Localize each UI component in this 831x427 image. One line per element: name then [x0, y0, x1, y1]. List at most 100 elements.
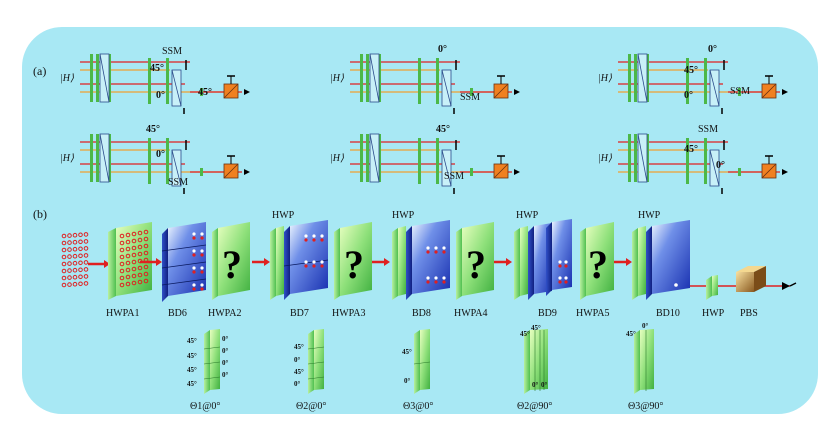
panel-b-label: (b) [33, 207, 47, 221]
hwp3-label: HWP [516, 210, 539, 221]
theta2-left-3: 0° [294, 380, 301, 388]
bd6-beam-displacer [161, 222, 207, 302]
hwp5-plate [706, 275, 718, 300]
arrow-head-4 [384, 258, 390, 266]
setup-a-2: |H⟩ 0° SSM [330, 44, 520, 114]
panel-b-chain: HWPA1 BD6 ? HWPA2 HWP [61, 210, 797, 319]
setup-label: 45° [684, 144, 698, 155]
theta290-bottom-1: 0° [541, 381, 548, 389]
bd7-beam-displacer [283, 220, 329, 300]
setup-a-3: |H⟩ 0° 45° 0° SSM [598, 44, 788, 114]
theta1-right-0: 0° [222, 335, 229, 343]
hwpa2-label: HWPA2 [208, 308, 242, 319]
setup-label: SSM [168, 177, 188, 188]
setup-label: 0° [708, 44, 717, 55]
hwpa5-plate: ? [580, 222, 614, 300]
hwpa3-question-mark: ? [344, 242, 364, 287]
hwpa2-plate: ? [212, 222, 250, 300]
input-state-label: |H⟩ [330, 73, 344, 84]
pbs-cube [736, 266, 766, 292]
hwpa3-plate: ? [334, 222, 372, 300]
array-theta3: 45° 0° Θ3@0° [402, 329, 433, 412]
theta2-left-1: 0° [294, 356, 301, 364]
bd9-beam-displacer [528, 219, 572, 300]
theta3-caption: Θ3@0° [403, 401, 433, 412]
theta390-top-1: 0° [642, 322, 649, 330]
hwpa1-plate [108, 222, 152, 300]
hwpa1-label: HWPA1 [106, 308, 140, 319]
hwpa4-plate: ? [456, 222, 494, 300]
hwp5-label: HWP [702, 308, 725, 319]
bd8-label: BD8 [412, 308, 431, 319]
theta2-left-0: 45° [294, 343, 304, 351]
input-state-label: |H⟩ [60, 73, 74, 84]
theta1-right-1: 0° [222, 347, 229, 355]
setup-label: 45° [150, 63, 164, 74]
theta290-top-1: 45° [531, 324, 541, 332]
input-state-label: |H⟩ [598, 73, 612, 84]
array-theta1: 45° 45° 45° 45° 0° 0° 0° 0° Θ1@0° [187, 329, 229, 412]
hwp2-label: HWP [392, 210, 415, 221]
setup-label: 0° [156, 149, 165, 160]
hwpa5-question-mark: ? [588, 242, 608, 287]
hwpa4-label: HWPA4 [454, 308, 488, 319]
setup-label: SSM [460, 92, 480, 103]
theta290-bottom-0: 0° [532, 381, 539, 389]
bd8-beam-displacer [406, 220, 450, 300]
setup-label: 0° [438, 44, 447, 55]
theta3-left-0: 45° [402, 348, 412, 356]
theta2-left-2: 45° [294, 368, 304, 376]
arrow-head-1 [104, 260, 110, 268]
theta290-top-0: 45° [520, 330, 530, 338]
hwp-array-details: 45° 45° 45° 45° 0° 0° 0° 0° Θ1@0° 45° 0°… [187, 322, 663, 412]
hwpa4-question-mark: ? [466, 242, 486, 287]
bd6-label: BD6 [168, 308, 187, 319]
theta390-top-0: 45° [626, 330, 636, 338]
input-state-label: |H⟩ [598, 153, 612, 164]
hwp4-label: HWP [638, 210, 661, 221]
theta2-caption: Θ2@0° [296, 401, 326, 412]
hwp4-plate [632, 226, 646, 300]
input-state-label: |H⟩ [60, 153, 74, 164]
setup-label: 0° [684, 90, 693, 101]
theta1-caption: Θ1@0° [190, 401, 220, 412]
theta3-left-1: 0° [404, 377, 411, 385]
background-panel [22, 27, 818, 414]
bd10-label: BD10 [656, 308, 680, 319]
arrow-head-2 [156, 258, 162, 266]
arrow-head-3 [264, 258, 270, 266]
setup-label: 0° [156, 90, 165, 101]
hwp2-plate [392, 226, 406, 300]
array-theta2-90: 45° 45° 0° 0° Θ2@90° [517, 324, 552, 412]
setup-label: 0° [716, 160, 725, 171]
hwp1-plate [270, 226, 284, 300]
theta1-left-1: 45° [187, 352, 197, 360]
theta1-left-0: 45° [187, 337, 197, 345]
setup-a-5: |H⟩45°SSM [330, 124, 520, 194]
pbs-label: PBS [740, 308, 758, 319]
detector-icon [782, 282, 797, 290]
setup-label: SSM [444, 171, 464, 182]
theta1-left-2: 45° [187, 366, 197, 374]
input-beam-array [61, 232, 89, 288]
arrow-head-6 [626, 258, 632, 266]
bd10-beam-displacer [646, 220, 690, 300]
panel-a-label: (a) [33, 64, 46, 78]
setup-label: 45° [198, 87, 212, 98]
setup-label: 45° [146, 124, 160, 135]
bd7-label: BD7 [290, 308, 309, 319]
setup-label: SSM [730, 86, 750, 97]
hwp1-label: HWP [272, 210, 295, 221]
theta1-right-2: 0° [222, 359, 229, 367]
array-theta3-90: 45° 0° Θ3@90° [626, 322, 663, 412]
setup-label: 45° [684, 65, 698, 76]
hwpa3-label: HWPA3 [332, 308, 366, 319]
panel-a-setups: |H⟩ SSM 45° 0° 45° |H⟩ 0° SSM |H⟩ 0° 45° 0° SSM |H⟩ 45… [60, 44, 788, 194]
theta1-left-3: 45° [187, 380, 197, 388]
theta1-right-3: 0° [222, 371, 229, 379]
setup-label: 45° [436, 124, 450, 135]
hwp3-plate [514, 226, 528, 300]
